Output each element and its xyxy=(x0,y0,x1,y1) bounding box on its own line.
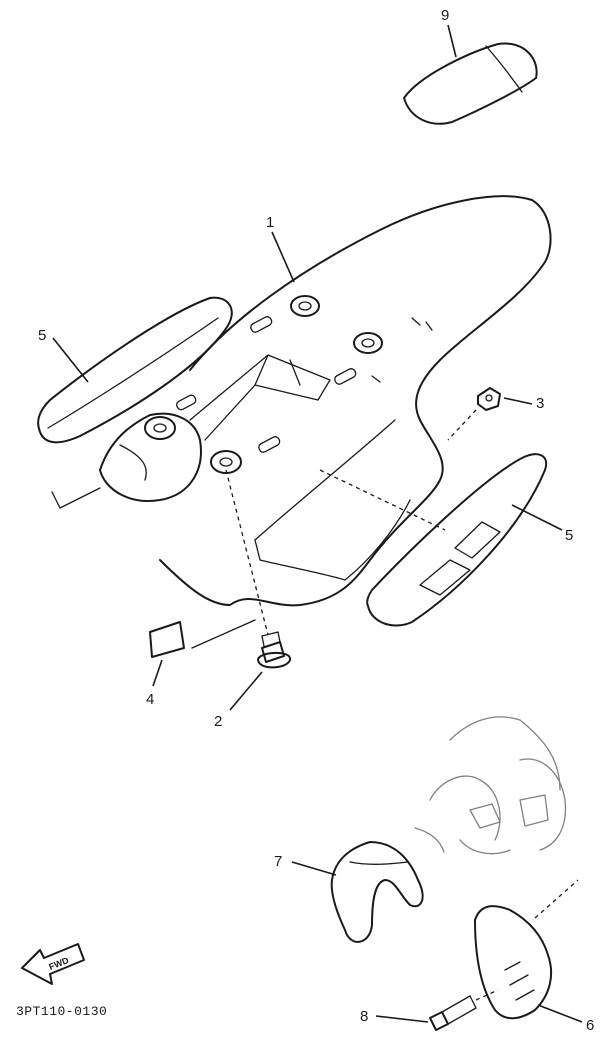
callout-5-right: 5 xyxy=(565,527,573,544)
leader-2 xyxy=(229,671,263,711)
callout-3: 3 xyxy=(536,395,544,412)
part-2-bolt xyxy=(257,631,291,669)
callout-6: 6 xyxy=(586,1017,594,1034)
leader-4 xyxy=(152,659,163,687)
part-7-side-cover xyxy=(330,841,424,943)
callout-4: 4 xyxy=(146,691,154,708)
drawing-code: 3PT110-0130 xyxy=(16,1004,107,1019)
callout-9: 9 xyxy=(441,7,449,24)
leader-9 xyxy=(447,24,457,58)
boss-top xyxy=(290,295,320,317)
part-6-mud-flap xyxy=(474,905,553,1020)
boss-left xyxy=(144,416,176,440)
part-9-cover xyxy=(403,42,538,125)
line-4 xyxy=(191,619,256,649)
boss-mid xyxy=(353,332,383,354)
leader-5-right xyxy=(511,504,563,531)
part-5-right-strip xyxy=(366,453,548,627)
dash-3 xyxy=(447,409,477,441)
callout-1: 1 xyxy=(266,214,274,231)
motorcycle-rear-sketch xyxy=(414,716,567,855)
part-5-left-strip xyxy=(37,296,233,444)
part-8-screw xyxy=(429,995,477,1031)
leader-3 xyxy=(503,397,533,405)
callout-5-left: 5 xyxy=(38,327,46,344)
leader-6 xyxy=(537,1004,583,1023)
leader-8 xyxy=(375,1015,429,1023)
leader-1 xyxy=(271,231,295,283)
callout-2: 2 xyxy=(214,713,222,730)
leader-5-left xyxy=(52,337,89,383)
callout-8: 8 xyxy=(360,1008,368,1025)
dash-2 xyxy=(225,469,269,636)
boss-lower xyxy=(210,450,242,474)
leader-7 xyxy=(291,861,337,876)
fwd-arrow-icon: FWD xyxy=(21,943,85,985)
dash-6 xyxy=(534,879,579,919)
part-1-rear-fender xyxy=(51,195,552,607)
callout-7: 7 xyxy=(274,853,282,870)
part-4-plate xyxy=(149,621,185,658)
part-3-nut xyxy=(477,387,501,411)
